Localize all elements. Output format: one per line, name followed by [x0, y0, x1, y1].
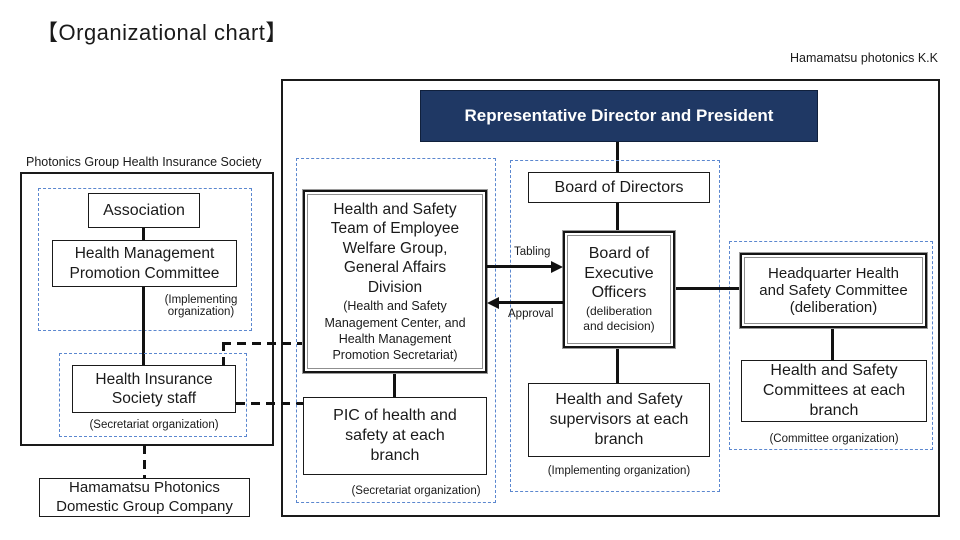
executive-officers-box: Board of Executive Officers (deliberatio…	[563, 231, 675, 348]
implementing-note-left: (Implementing organization)	[164, 294, 238, 318]
connector-executive-supervisors	[616, 347, 619, 384]
supervisors-box: Health and Safety supervisors at each br…	[528, 383, 710, 457]
implementing-note-main: (Implementing organization)	[547, 465, 691, 477]
executive-officers-title: Board of Executive Officers	[584, 245, 654, 302]
connector-board-executive	[616, 203, 619, 232]
committee-org-group	[729, 241, 933, 450]
implementing-org-group-left	[38, 188, 252, 331]
secretariat-note-main: (Secretariat organization)	[351, 485, 481, 497]
executive-officers-subtitle: (deliberation and decision)	[583, 303, 655, 334]
link-staff-pic	[236, 402, 303, 405]
tabling-arrow-line	[487, 265, 553, 268]
connector-team-pic	[393, 372, 396, 398]
branch-committees-box: Health and Safety Committees at each bra…	[741, 360, 927, 422]
company-container	[281, 79, 940, 517]
insurance-society-label: Photonics Group Health Insurance Society	[26, 155, 262, 169]
safety-team-subtitle: (Health and Safety Management Center, an…	[324, 299, 466, 363]
connector-hq-branchcommittees	[831, 327, 834, 361]
link-staff-team-horizontal	[222, 342, 303, 345]
implementing-org-group-main	[510, 160, 720, 492]
group-company-box: Hamamatsu Photonics Domestic Group Compa…	[39, 478, 250, 517]
insurance-staff-box: Health Insurance Society staff	[72, 365, 236, 413]
connector-executive-hqcommittee	[674, 287, 741, 290]
secretariat-org-group-main	[296, 158, 496, 503]
company-name-label: Hamamatsu photonics K.K	[790, 51, 938, 65]
pic-branch-box: PIC of health and safety at each branch	[303, 397, 487, 475]
association-box: Association	[88, 193, 200, 228]
tabling-arrowhead-icon	[551, 260, 563, 273]
connector-association-committee	[142, 227, 145, 241]
secretariat-org-group-left	[59, 353, 247, 437]
president-banner: Representative Director and President	[420, 90, 818, 142]
safety-team-title: Health and Safety Team of Employee Welfa…	[330, 200, 460, 296]
page-title: 【Organizational chart】	[36, 20, 288, 45]
insurance-society-container	[20, 172, 274, 446]
board-of-directors-box: Board of Directors	[528, 172, 710, 203]
safety-team-box: Health and Safety Team of Employee Welfa…	[303, 190, 487, 373]
secretariat-note-left: (Secretariat organization)	[89, 419, 219, 431]
tabling-label: Tabling	[514, 246, 551, 258]
connector-president-board	[616, 142, 619, 173]
approval-arrow-line	[497, 301, 563, 304]
approval-arrowhead-icon	[487, 296, 499, 309]
link-staff-team-vertical	[222, 342, 225, 366]
hq-committee-box: Headquarter Health and Safety Committee …	[740, 253, 927, 328]
promotion-committee-box: Health Management Promotion Committee	[52, 240, 237, 287]
approval-label: Approval	[508, 308, 554, 320]
connector-committee-staff	[142, 286, 145, 366]
connector-society-groupcompany	[143, 445, 146, 478]
committee-note: (Committee organization)	[769, 433, 899, 445]
